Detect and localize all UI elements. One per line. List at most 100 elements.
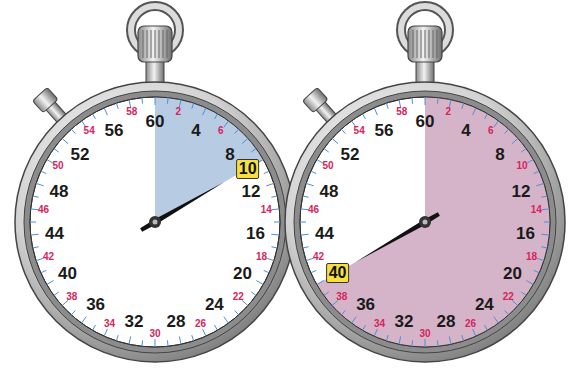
dial-minor-number: 34 bbox=[104, 319, 115, 329]
tick-mark bbox=[462, 335, 464, 341]
tick-mark bbox=[167, 98, 169, 104]
tick-mark bbox=[155, 339, 156, 347]
watch-case bbox=[285, 82, 565, 362]
dial-face bbox=[300, 97, 550, 347]
tick-mark bbox=[541, 208, 549, 210]
stopwatch bbox=[285, 6, 565, 362]
tick-mark bbox=[36, 183, 44, 185]
tick-mark bbox=[485, 325, 488, 330]
dial-minor-number: 54 bbox=[354, 126, 365, 136]
tick-mark bbox=[399, 336, 401, 344]
tick-mark bbox=[332, 138, 338, 143]
tick-mark bbox=[62, 138, 68, 143]
dial-number: 28 bbox=[437, 312, 456, 329]
tick-mark bbox=[386, 103, 388, 109]
tick-mark bbox=[93, 325, 96, 330]
dial-number: 36 bbox=[356, 295, 375, 312]
tick-mark bbox=[494, 121, 499, 127]
knurl-line bbox=[155, 30, 156, 58]
crown-cap bbox=[138, 26, 172, 62]
crown-cap bbox=[408, 26, 442, 62]
tick-mark bbox=[534, 171, 539, 173]
tick-mark bbox=[425, 97, 426, 105]
tick-mark bbox=[54, 149, 59, 153]
tick-mark bbox=[411, 340, 413, 346]
tick-mark bbox=[411, 98, 413, 104]
button-cap bbox=[302, 87, 328, 112]
dial-number: 8 bbox=[495, 146, 504, 163]
tick-mark bbox=[512, 138, 518, 143]
tick-mark bbox=[215, 325, 218, 330]
tick-mark bbox=[31, 234, 39, 236]
tick-mark bbox=[449, 336, 451, 344]
knurl-line bbox=[421, 30, 422, 58]
dial-minor-number: 50 bbox=[322, 161, 333, 171]
tick-mark bbox=[271, 234, 279, 236]
tick-mark bbox=[505, 310, 509, 314]
dial-minor-number: 18 bbox=[526, 252, 537, 262]
tick-mark bbox=[203, 108, 206, 115]
tick-mark bbox=[505, 129, 509, 133]
dial-number: 28 bbox=[167, 312, 186, 329]
tick-mark bbox=[31, 208, 39, 210]
tick-mark bbox=[179, 336, 181, 344]
dial-minor-number: 22 bbox=[233, 292, 244, 302]
second-hand bbox=[356, 212, 440, 262]
tick-mark bbox=[534, 270, 539, 272]
knurl-line bbox=[417, 30, 418, 58]
tick-mark bbox=[317, 281, 324, 285]
tick-mark bbox=[386, 335, 388, 341]
tick-mark bbox=[324, 292, 329, 296]
tick-mark bbox=[155, 97, 156, 105]
knurl-line bbox=[425, 30, 426, 58]
tick-mark bbox=[224, 317, 229, 323]
tick-mark bbox=[104, 108, 107, 115]
tick-mark bbox=[251, 149, 256, 153]
tick-mark bbox=[437, 340, 439, 346]
dial-number: 20 bbox=[503, 264, 522, 281]
dial-minor-number: 42 bbox=[313, 252, 324, 262]
tick-mark bbox=[352, 317, 357, 323]
tick-mark bbox=[264, 270, 269, 272]
dial-minor-number: 14 bbox=[261, 205, 272, 215]
dial-number: 60 bbox=[416, 113, 435, 130]
tick-mark bbox=[129, 336, 131, 344]
watch-case bbox=[15, 82, 295, 362]
tick-mark bbox=[341, 310, 345, 314]
dial-minor-number: 30 bbox=[419, 329, 430, 339]
dial-minor-number: 38 bbox=[66, 292, 77, 302]
dial-number: 4 bbox=[461, 121, 470, 138]
tick-mark bbox=[541, 247, 547, 248]
tick-mark bbox=[264, 171, 269, 173]
tick-mark bbox=[462, 103, 464, 109]
dial-minor-number: 38 bbox=[336, 292, 347, 302]
pivot-cap bbox=[423, 220, 428, 225]
hand-pivot bbox=[419, 216, 431, 228]
tick-mark bbox=[33, 196, 39, 197]
dial-number: 40 bbox=[58, 264, 77, 281]
dial-minor-number: 58 bbox=[126, 107, 137, 117]
tick-mark bbox=[224, 121, 229, 127]
knurl-line bbox=[437, 30, 438, 58]
tick-mark bbox=[306, 258, 314, 260]
tick-mark bbox=[266, 183, 274, 185]
tick-mark bbox=[311, 270, 316, 272]
highlighted-reading: 40 bbox=[326, 263, 350, 283]
dial-number: 44 bbox=[315, 224, 334, 241]
tick-mark bbox=[341, 129, 345, 133]
tick-mark bbox=[544, 222, 550, 223]
tick-mark bbox=[301, 208, 309, 210]
tick-mark bbox=[203, 329, 206, 336]
tick-mark bbox=[47, 281, 54, 285]
bezel bbox=[294, 91, 556, 353]
dial-rim bbox=[300, 97, 550, 347]
tick-mark bbox=[363, 114, 366, 119]
dial-minor-number: 58 bbox=[396, 107, 407, 117]
dial-minor-number: 54 bbox=[84, 126, 95, 136]
dial-minor-number: 46 bbox=[38, 205, 49, 215]
tick-mark bbox=[374, 108, 377, 115]
dial-number: 36 bbox=[86, 295, 105, 312]
second-hand bbox=[140, 182, 224, 232]
tick-mark bbox=[526, 281, 533, 285]
